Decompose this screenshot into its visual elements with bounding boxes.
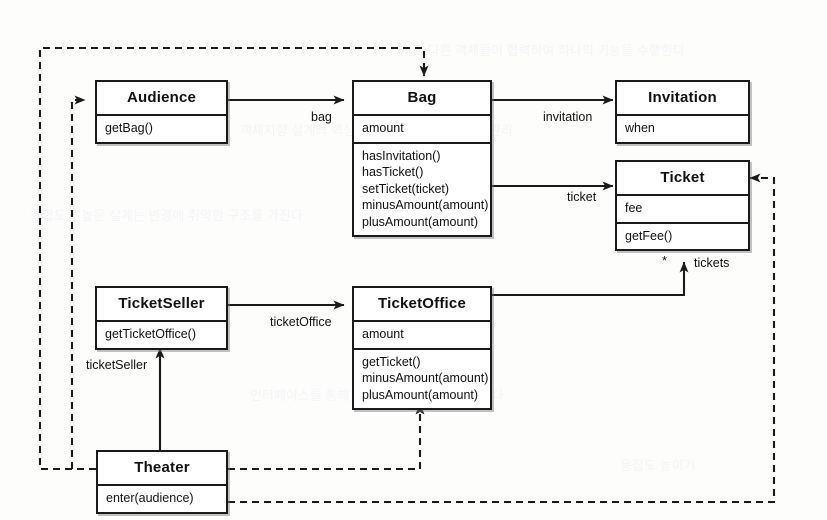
class-name: Audience: [126, 89, 197, 106]
class-ticket[interactable]: Ticket fee getFee(): [615, 160, 750, 251]
operation: getTicketOffice(): [105, 327, 196, 341]
operation: getTicket(): [362, 354, 421, 369]
operation: hasTicket(): [362, 165, 424, 179]
edge-theater-ticketoffice: [228, 403, 425, 471]
attribute: when: [625, 121, 655, 135]
class-name: Bag: [407, 89, 437, 106]
operation: minusAmount(amount): [362, 198, 489, 212]
operation: plusAmount(amount): [362, 214, 479, 229]
class-name: Ticket: [660, 169, 705, 186]
attributes-compartment: when: [617, 114, 748, 142]
operations-compartment: enter(audience): [98, 484, 226, 512]
attribute: amount: [362, 121, 404, 135]
edge-label-ticketoffice: ticketOffice: [270, 315, 332, 329]
class-invitation[interactable]: Invitation when: [615, 80, 750, 144]
class-name: Theater: [134, 459, 190, 476]
attributes-compartment: fee: [617, 194, 748, 222]
operation: hasInvitation(): [362, 148, 441, 163]
class-ticketseller[interactable]: TicketSeller getTicketOffice(): [95, 286, 228, 350]
class-name: TicketSeller: [118, 295, 205, 312]
edge-label-invitation: invitation: [543, 110, 593, 124]
operations-compartment: getTicketOffice(): [97, 320, 226, 348]
operation: getFee(): [625, 228, 673, 243]
class-name: TicketOffice: [378, 295, 466, 312]
attributes-compartment: amount: [354, 320, 490, 348]
class-audience[interactable]: Audience getBag(): [95, 80, 228, 144]
edge-label-bag: bag: [311, 110, 332, 124]
attributes-compartment: amount: [354, 114, 490, 142]
edge-ticketoffice-ticket: [492, 261, 689, 297]
operations-compartment: getTicket() minusAmount(amount) plusAmou…: [354, 347, 490, 409]
operation: minusAmount(amount): [362, 371, 489, 385]
edge-theater-ticket: [228, 173, 776, 504]
class-ticketoffice[interactable]: TicketOffice amount getTicket() minusAmo…: [352, 286, 492, 410]
edge-theater-bag: [38, 46, 429, 471]
attribute: amount: [362, 327, 404, 341]
class-bag[interactable]: Bag amount hasInvitation() hasTicket() s…: [352, 80, 492, 237]
edge-label-tickets: tickets: [694, 256, 730, 270]
edge-multiplicity-tickets: *: [662, 253, 668, 268]
attribute: fee: [625, 201, 643, 215]
edge-theater-audience: [70, 95, 86, 469]
operations-compartment: getFee(): [617, 221, 748, 250]
edge-label-ticket: ticket: [567, 190, 597, 204]
edge-label-ticketseller: ticketSeller: [86, 358, 148, 372]
operation: enter(audience): [106, 491, 194, 505]
operations-compartment: hasInvitation() hasTicket() setTicket(ti…: [354, 141, 490, 236]
operations-compartment: getBag(): [97, 114, 226, 142]
class-theater[interactable]: Theater enter(audience): [96, 450, 228, 514]
operation: getBag(): [105, 121, 153, 135]
class-name: Invitation: [648, 89, 717, 106]
operation: setTicket(ticket): [362, 181, 450, 196]
operation: plusAmount(amount): [362, 387, 479, 402]
